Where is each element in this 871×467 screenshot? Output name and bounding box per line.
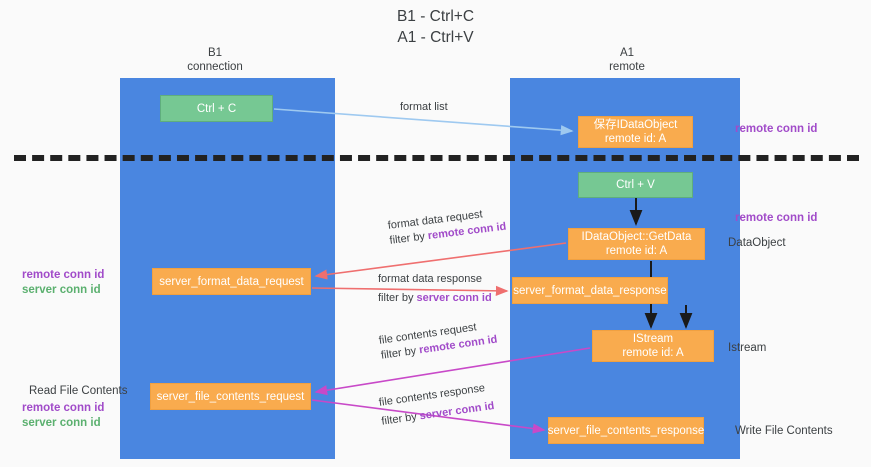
- edge-label-file-contents-response: file contents response filter by server …: [378, 380, 495, 429]
- node-server-format-data-request[interactable]: server_format_data_request: [152, 268, 311, 295]
- node-istream-line1: IStream: [632, 333, 674, 345]
- filter-prefix: filter by: [380, 344, 421, 362]
- annotation-write-file-contents: Write File Contents: [735, 424, 833, 439]
- annotation-server-conn-id-2: server conn id: [22, 417, 101, 429]
- edge-label-format-data-response-filter: filter by server conn id: [378, 291, 492, 306]
- annotation-istream-text: Istream: [728, 342, 767, 354]
- phase-divider: [14, 155, 859, 161]
- node-istream-line2: remote id: A: [622, 347, 684, 359]
- annotation-data-object-text: DataObject: [728, 237, 786, 249]
- annotation-conn-ids-lower: remote conn id server conn id: [22, 401, 104, 431]
- node-ctrl-c[interactable]: Ctrl + C: [160, 95, 273, 122]
- node-server-format-data-response[interactable]: server_format_data_response: [512, 277, 668, 304]
- node-getdata-line2: remote id: A: [605, 245, 668, 257]
- node-data-object-line2: remote id: A: [604, 133, 667, 145]
- title-line-1: B1 - Ctrl+C: [396, 8, 475, 25]
- node-server-file-contents-response-label: server_file_contents_response: [547, 424, 705, 437]
- node-ctrl-c-label: Ctrl + C: [196, 102, 237, 115]
- filter-prefix: filter by: [380, 410, 421, 428]
- edge-label-format-data-response: format data response filter by server co…: [378, 272, 492, 306]
- node-getdata-line1: IDataObject::GetData: [581, 231, 692, 243]
- annotation-remote-conn-id-2: remote conn id: [22, 402, 105, 414]
- node-data-object-line1: 保存IDataObject: [593, 119, 678, 131]
- edge-label-format-list: format list: [400, 100, 448, 115]
- filter-prefix: filter by: [378, 292, 417, 304]
- diagram-title: B1 - Ctrl+C A1 - Ctrl+V: [0, 6, 871, 48]
- annotation-remote-conn-id-top-text: remote conn id: [735, 123, 818, 135]
- column-a1-role: remote: [609, 61, 645, 73]
- column-header-b1: B1 connection: [155, 46, 275, 74]
- edge-label-file-contents-request: file contents request filter by remote c…: [378, 318, 498, 364]
- annotation-remote-conn-id-mid: remote conn id: [735, 211, 817, 226]
- node-getdata[interactable]: IDataObject::GetData remote id: A: [568, 228, 705, 260]
- node-server-file-contents-request-label: server_file_contents_request: [156, 390, 305, 403]
- node-data-object[interactable]: 保存IDataObject remote id: A: [578, 116, 693, 148]
- node-server-format-data-request-label: server_format_data_request: [159, 275, 304, 288]
- column-a1-name: A1: [619, 47, 635, 59]
- title-line-2: A1 - Ctrl+V: [397, 29, 474, 46]
- edge-label-format-data-response-text: format data response: [378, 273, 482, 285]
- annotation-data-object: DataObject: [728, 236, 786, 251]
- filter-key-server-conn-id: server conn id: [416, 292, 492, 304]
- node-server-format-data-response-label: server_format_data_response: [513, 284, 667, 297]
- annotation-remote-conn-id-top: remote conn id: [735, 122, 817, 137]
- annotation-read-file-contents-text: Read File Contents: [29, 385, 128, 397]
- edge-label-format-list-text: format list: [400, 101, 448, 113]
- annotation-remote-conn-id-mid-text: remote conn id: [735, 212, 818, 224]
- annotation-istream: Istream: [728, 341, 766, 356]
- node-server-file-contents-response[interactable]: server_file_contents_response: [548, 417, 704, 444]
- node-server-file-contents-request[interactable]: server_file_contents_request: [150, 383, 311, 410]
- column-header-a1: A1 remote: [557, 46, 697, 74]
- filter-prefix: filter by: [388, 230, 429, 247]
- annotation-server-conn-id-1: server conn id: [22, 284, 101, 296]
- node-ctrl-v[interactable]: Ctrl + V: [578, 172, 693, 198]
- annotation-read-file-contents: Read File Contents: [29, 384, 127, 399]
- column-b1-role: connection: [187, 61, 243, 73]
- edge-label-format-data-request: format data request filter by remote con…: [387, 205, 507, 249]
- annotation-conn-ids-upper: remote conn id server conn id: [22, 268, 104, 298]
- annotation-write-file-contents-text: Write File Contents: [735, 425, 833, 437]
- column-b1-name: B1: [207, 47, 223, 59]
- annotation-remote-conn-id-1: remote conn id: [22, 269, 105, 281]
- node-istream[interactable]: IStream remote id: A: [592, 330, 714, 362]
- node-ctrl-v-label: Ctrl + V: [616, 179, 655, 191]
